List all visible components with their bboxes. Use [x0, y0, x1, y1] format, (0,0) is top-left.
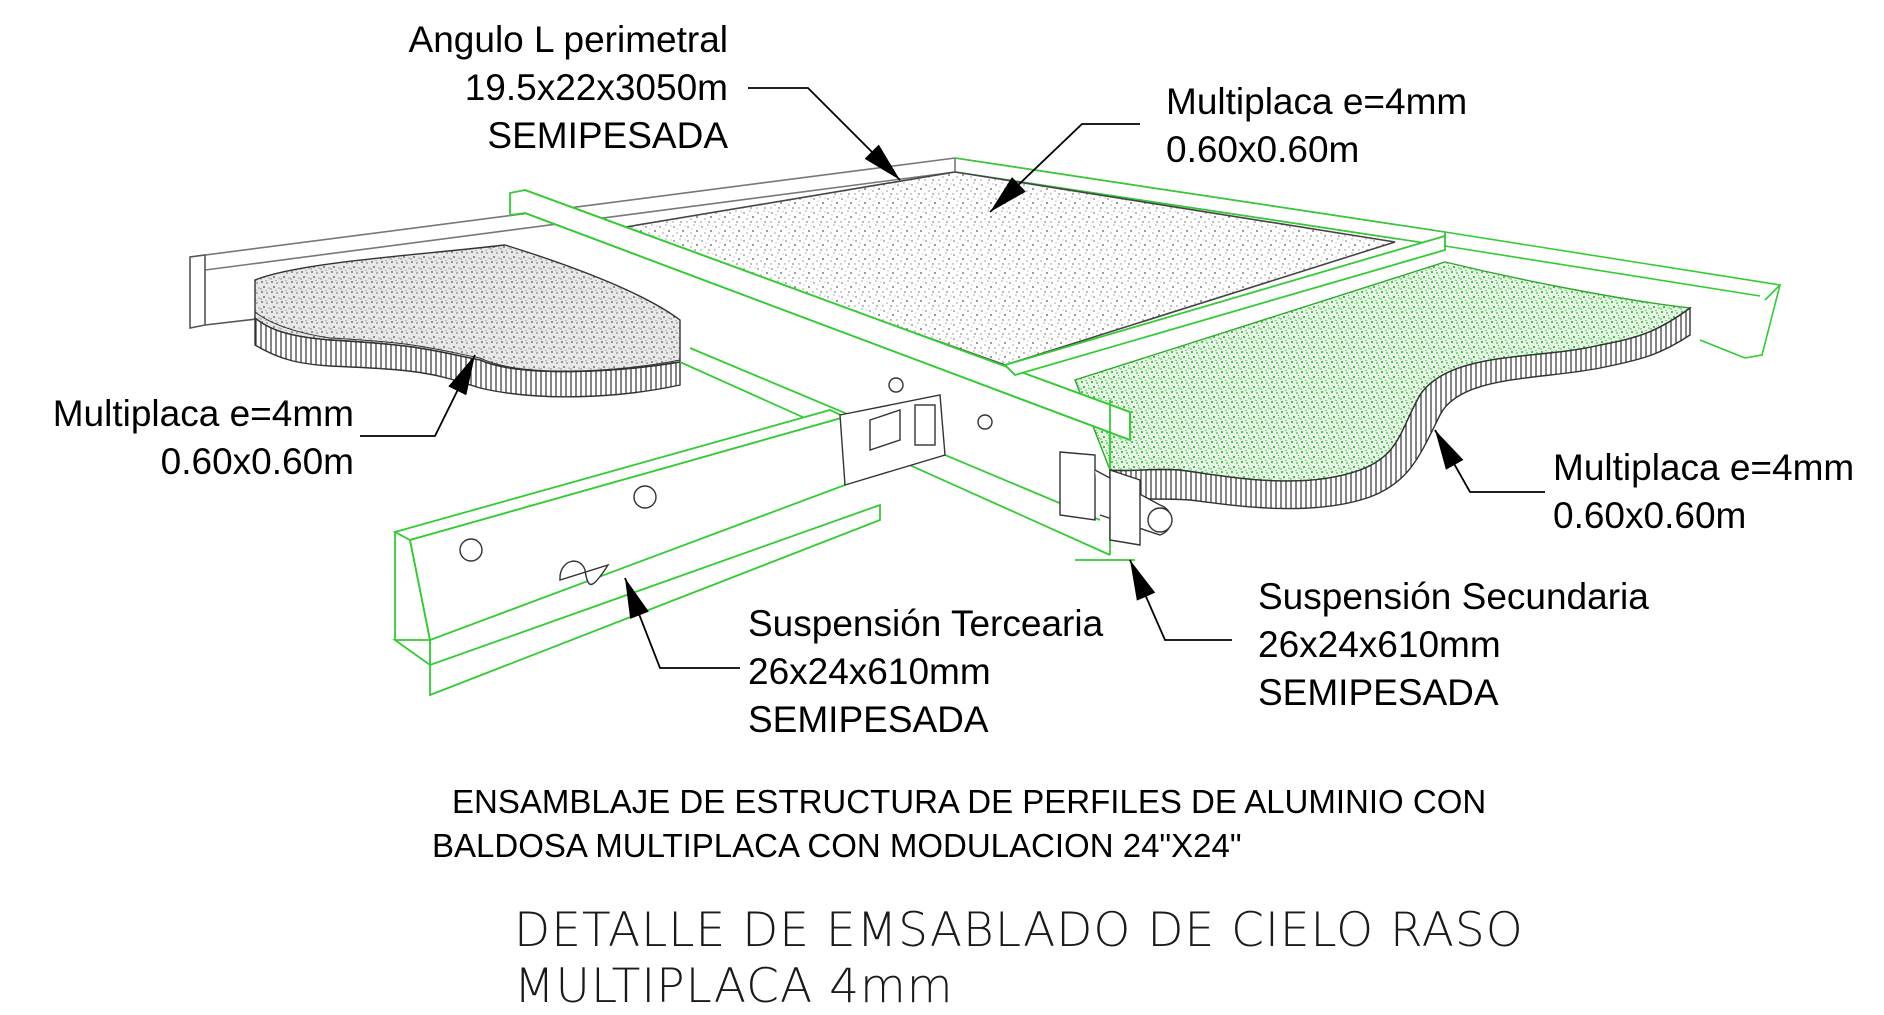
- leader-angulo-arrowhead: [864, 144, 900, 180]
- label-secundaria-line1: Suspensión Secundaria: [1258, 576, 1649, 617]
- leader-secundaria-arrowhead: [1130, 560, 1156, 601]
- leader-multiplaca-right-arrowhead: [1435, 430, 1464, 470]
- label-multiplaca-top-line1: Multiplaca e=4mm: [1166, 81, 1468, 122]
- label-multiplaca-left-line2: 0.60x0.60m: [160, 441, 354, 482]
- tee-holes: [459, 485, 657, 586]
- label-suspension-tercearia: Suspensión Tercearia 26x24x610mm SEMIPES…: [748, 600, 1103, 744]
- label-multiplaca-top-line2: 0.60x0.60m: [1166, 129, 1360, 170]
- title-line2: MULTIPLACA 4mm: [514, 959, 954, 1014]
- caption-line2: BALDOSA MULTIPLACA CON MODULACION 24"X24…: [432, 827, 1242, 864]
- perimeter-angle-right: [1444, 231, 1782, 359]
- leader-multiplaca-top-arrowhead: [990, 177, 1026, 212]
- title-line1: DETALLE DE EMSABLADO DE CIELO RASO: [514, 903, 1524, 958]
- label-angulo-line3: SEMIPESADA: [487, 115, 728, 156]
- leader-tercearia-arrowhead: [625, 578, 649, 619]
- leader-lines: [360, 87, 1545, 669]
- label-angulo-perimetral: Angulo L perimetral 19.5x22x3050m SEMIPE…: [409, 16, 728, 160]
- connector-clip-right: [1059, 451, 1173, 546]
- label-multiplaca-right-line1: Multiplaca e=4mm: [1553, 447, 1855, 488]
- label-tercearia-line3: SEMIPESADA: [748, 699, 989, 740]
- label-tercearia-line2: 26x24x610mm: [748, 651, 991, 692]
- assembly-caption: ENSAMBLAJE DE ESTRUCTURA DE PERFILES DE …: [432, 780, 1486, 868]
- leader-multiplaca-top: [989, 123, 1140, 213]
- label-tercearia-line1: Suspensión Tercearia: [748, 603, 1104, 644]
- label-multiplaca-left-line1: Multiplaca e=4mm: [52, 393, 354, 434]
- label-angulo-line1: Angulo L perimetral: [408, 19, 728, 60]
- tile-left-gray: [254, 244, 681, 398]
- label-multiplaca-top: Multiplaca e=4mm 0.60x0.60m: [1166, 78, 1467, 174]
- label-multiplaca-left: Multiplaca e=4mm 0.60x0.60m: [53, 390, 354, 486]
- label-multiplaca-right-line2: 0.60x0.60m: [1553, 495, 1747, 536]
- cross-tee-secondary: [1003, 234, 1446, 377]
- label-suspension-secundaria: Suspensión Secundaria 26x24x610mm SEMIPE…: [1258, 573, 1649, 717]
- leader-angulo: [748, 87, 901, 181]
- leader-secundaria: [1129, 559, 1232, 641]
- label-multiplaca-right: Multiplaca e=4mm 0.60x0.60m: [1553, 444, 1854, 540]
- caption-line1: ENSAMBLAJE DE ESTRUCTURA DE PERFILES DE …: [452, 783, 1487, 820]
- label-secundaria-line2: 26x24x610mm: [1258, 624, 1501, 665]
- label-secundaria-line3: SEMIPESADA: [1258, 672, 1499, 713]
- detail-title: DETALLE DE EMSABLADO DE CIELO RASO MULTI…: [514, 903, 1524, 1015]
- leader-multiplaca-left-arrowhead: [448, 355, 475, 396]
- label-angulo-line2: 19.5x22x3050m: [464, 67, 728, 108]
- connector-clip-left: [839, 377, 993, 486]
